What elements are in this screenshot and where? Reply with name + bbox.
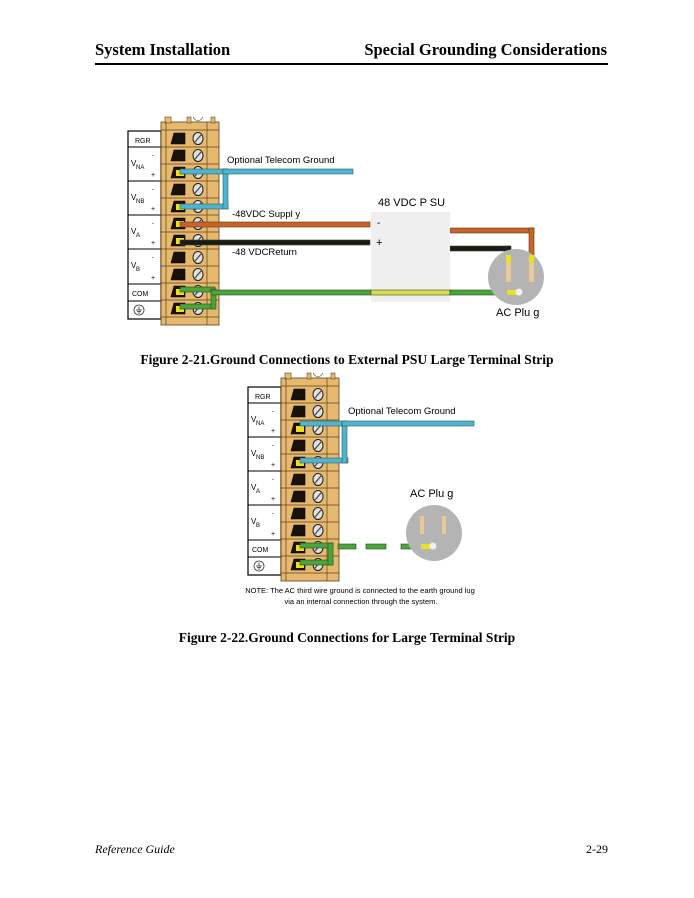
figure-2-21-caption: Figure 2-21.Ground Connections to Extern… — [140, 352, 554, 367]
return-wire — [179, 239, 512, 259]
header-section-title: System Installation — [95, 40, 231, 59]
psu-plus: + — [376, 237, 382, 249]
figure-2-22-caption: Figure 2-22.Ground Connections for Large… — [178, 630, 516, 645]
polarity-plus: + — [151, 275, 155, 282]
polarity-minus: - — [152, 221, 154, 227]
telecom-ground-label: Optional Telecom Ground — [227, 155, 335, 166]
label-com: COM — [132, 291, 149, 298]
label-vb: V — [251, 517, 257, 526]
header-rule — [95, 63, 608, 65]
label-va: V — [251, 483, 257, 492]
terminal-clamp — [290, 490, 306, 503]
polarity-minus: - — [152, 255, 154, 261]
label-vna-sub: NA — [256, 421, 264, 427]
terminal-clamp — [170, 183, 186, 196]
page-number: 2-29 — [586, 842, 608, 856]
figure-2-21: RGR V NA - + V NB - + V A - + V B - + CO… — [127, 116, 544, 326]
polarity-plus: + — [151, 240, 155, 247]
terminal-clamp — [290, 524, 306, 537]
return-label: -48 VDCReturn — [232, 247, 297, 258]
label-vna: V — [131, 159, 137, 168]
psu-minus: - — [377, 218, 380, 229]
telecom-ground-label: Optional Telecom Ground — [348, 406, 456, 417]
terminal-clamp — [290, 405, 306, 418]
polarity-minus: - — [272, 409, 274, 415]
header-topic-title: Special Grounding Considerations — [364, 40, 607, 59]
label-vnb-sub: NB — [136, 199, 144, 205]
label-va: V — [131, 227, 137, 236]
terminal-clamp — [290, 473, 306, 486]
polarity-plus: + — [271, 462, 275, 469]
strip-label-column: RGR V NA - + V NB - + V A - + V B - + CO… — [127, 130, 162, 320]
note-line-2: via an internal connection through the s… — [284, 597, 437, 606]
polarity-plus: + — [151, 206, 155, 213]
label-vna-sub: NA — [136, 165, 144, 171]
label-vnb-sub: NB — [256, 455, 264, 461]
terminal-clamp — [170, 132, 186, 145]
polarity-plus: + — [271, 531, 275, 538]
terminal-clamp — [170, 251, 186, 264]
terminal-clamp — [290, 439, 306, 452]
ac-plug-label: AC Plu g — [496, 307, 539, 319]
ground-wire — [179, 286, 509, 310]
polarity-plus: + — [271, 428, 275, 435]
label-va-sub: A — [136, 233, 140, 239]
polarity-minus: - — [152, 153, 154, 159]
label-rgr: RGR — [135, 138, 151, 145]
label-vna: V — [251, 415, 257, 424]
polarity-minus: - — [272, 477, 274, 483]
psu-label: 48 VDC P SU — [378, 197, 445, 209]
label-vb-sub: B — [256, 523, 260, 529]
strip-label-column: RGR V NA - + V NB - + V A - + V B - + CO… — [247, 386, 282, 576]
polarity-plus: + — [151, 172, 155, 179]
polarity-minus: - — [152, 187, 154, 193]
terminal-clamp — [290, 388, 306, 401]
label-rgr: RGR — [255, 394, 271, 401]
terminal-clamp — [170, 268, 186, 281]
polarity-plus: + — [271, 496, 275, 503]
polarity-minus: - — [272, 443, 274, 449]
terminal-clamp — [290, 507, 306, 520]
label-vb-sub: B — [136, 267, 140, 273]
note-line-1: NOTE: The AC third wire ground is connec… — [245, 586, 475, 595]
polarity-minus: - — [272, 511, 274, 517]
ac-plug-label: AC Plu g — [410, 488, 453, 500]
label-vb: V — [131, 261, 137, 270]
label-vnb: V — [251, 449, 257, 458]
telecom-ground-wire — [179, 168, 354, 210]
supply-label: -48VDC Suppl y — [232, 209, 300, 220]
terminal-clamp — [170, 149, 186, 162]
ac-plug — [406, 505, 462, 561]
telecom-ground-wire — [299, 420, 475, 464]
terminal-strip — [160, 116, 220, 326]
label-vnb: V — [131, 193, 137, 202]
psu-box — [371, 212, 450, 302]
label-va-sub: A — [256, 489, 260, 495]
ac-plug — [488, 249, 544, 305]
footer-guide-title: Reference Guide — [95, 842, 175, 856]
label-com: COM — [252, 547, 269, 554]
wire-lug — [296, 426, 304, 432]
figure-2-22: RGR V NA - + V NB - + V A - + V B - + CO… — [245, 372, 475, 606]
